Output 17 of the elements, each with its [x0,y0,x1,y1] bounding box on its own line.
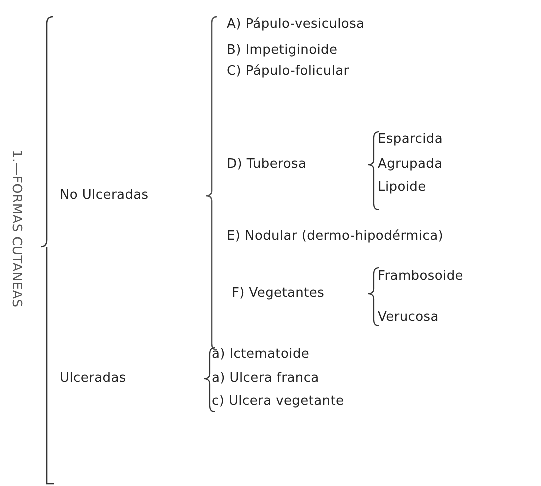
category-label: D) Tuberosa [227,157,307,173]
category-label: E) Nodular (dermo-hipodérmica) [227,229,444,245]
category-label: A) Pápulo-vesiculosa [227,17,365,33]
category-label: B) Impetiginoide [227,43,338,59]
category-label: a) Ictematoide [212,347,310,363]
category-label: Esparcida [378,132,444,148]
category-label: Frambosoide [378,269,464,285]
category-label: C) Pápulo-folicular [227,64,350,80]
category-label: c) Ulcera vegetante [212,394,344,410]
category-label: Verucosa [378,310,439,326]
vertical-heading: 1.—FORMAS CUTANEAS [8,150,24,308]
category-label: Lipoide [378,180,426,196]
category-label: Ulceradas [60,371,126,387]
category-label: No Ulceradas [60,188,149,204]
category-label: F) Vegetantes [232,286,325,302]
category-label: a) Ulcera franca [212,371,320,387]
category-label: Agrupada [378,157,443,173]
